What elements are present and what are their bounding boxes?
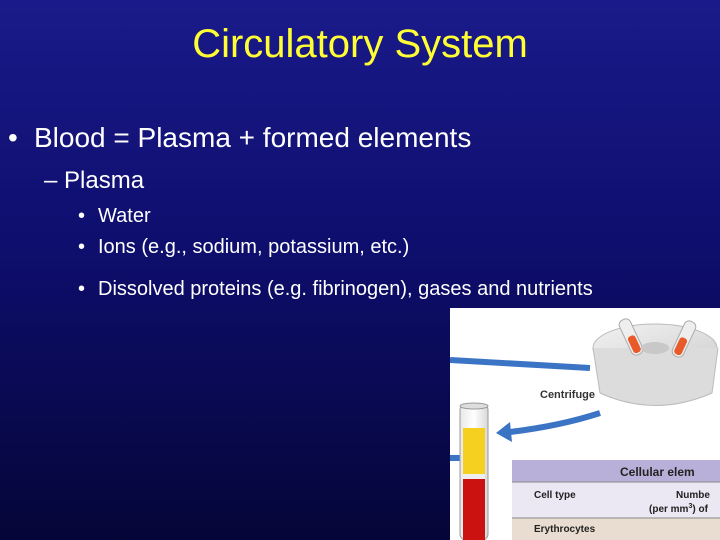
centrifuge-label: Centrifuge [540, 389, 595, 401]
arrow-from-centrifuge [509, 410, 601, 435]
table-row-band [512, 518, 720, 540]
table-col-header-band [512, 482, 720, 518]
dash-marker: – [44, 167, 58, 194]
table-title: Cellular elem [620, 465, 695, 479]
bullet-marker: • [78, 278, 86, 300]
item-text: Ions (e.g., sodium, potassium, etc.) [98, 236, 410, 258]
item-text: Dissolved proteins (e.g. fibrinogen), ga… [98, 278, 593, 300]
bullet-marker: • [78, 205, 86, 227]
col-number-line2: (per mm3) of [649, 503, 709, 515]
sub-bullet-text: Plasma [64, 167, 145, 194]
col-number-line1: Numbe [676, 490, 710, 501]
bullet-marker: • [78, 236, 86, 258]
blood-composition-figure: Cellular elem Cell type Numbe (per mm3) … [450, 308, 720, 540]
slide-title: Circulatory System [192, 22, 528, 66]
bullet-text: Blood = Plasma + formed elements [34, 122, 472, 153]
col-cell-type: Cell type [534, 490, 576, 501]
test-tube-icon [459, 402, 489, 540]
bullet-blood: • Blood = Plasma + formed elements [8, 122, 471, 154]
sub-bullet-plasma: – Plasma [44, 167, 144, 195]
figure-illustration: Cellular elem Cell type Numbe (per mm3) … [450, 318, 720, 540]
arrow-to-centrifuge [450, 357, 591, 371]
item-text: Water [98, 205, 151, 227]
item-ions: • Ions (e.g., sodium, potassium, etc.) [78, 236, 608, 259]
item-water: • Water [78, 205, 608, 228]
row-erythrocytes: Erythrocytes [534, 524, 596, 535]
item-dissolved-proteins: • Dissolved proteins (e.g. fibrinogen), … [78, 275, 608, 304]
arrow-head-icon [496, 422, 512, 442]
bullet-marker: • [8, 122, 18, 153]
table-header-band [512, 460, 720, 482]
centrifuge-icon [592, 318, 719, 406]
